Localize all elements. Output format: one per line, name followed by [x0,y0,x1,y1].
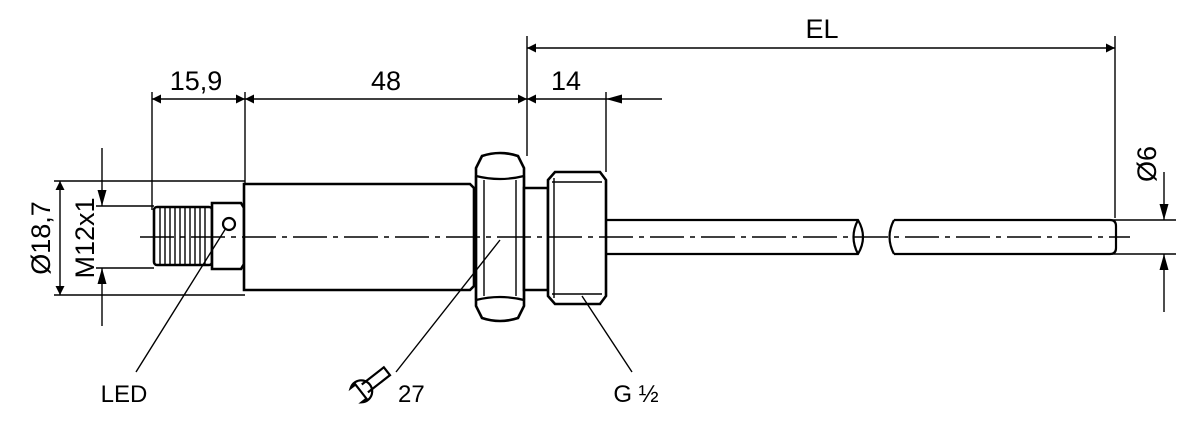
dim-thread-length-label: 14 [551,66,581,96]
led-indicator [221,216,237,232]
callout-wrench: 27 [348,239,501,408]
dimension-body-diameter: Ø18,7 [26,181,65,295]
callout-process-thread-label: G ½ [613,381,658,408]
process-thread-fitting [522,170,608,306]
dim-connector-thread-label: M12x1 [70,197,100,278]
wrench-icon [348,365,392,404]
callout-led: LED [101,227,227,408]
sensor-outline [140,151,1130,323]
dimension-connector-length: 15,9 [152,66,245,104]
led-housing [210,201,246,271]
dim-probe-diameter-label: Ø6 [1132,146,1162,182]
extension-lines [54,36,1176,296]
callout-wrench-size-label: 27 [398,381,425,408]
m12-connector [152,205,214,267]
callout-process-thread: G ½ [581,295,659,408]
dimension-insertion-length: EL [527,14,1115,53]
callout-led-label: LED [101,381,148,408]
dimension-body-length: 48 [245,66,527,104]
dim-insertion-length-label: EL [805,14,838,44]
dimension-probe-diameter: Ø6 [1132,146,1169,312]
dimension-thread-length: 14 [527,66,662,104]
dim-body-diameter-label: Ø18,7 [26,201,56,275]
dim-connector-length-label: 15,9 [170,66,223,96]
dim-body-length-label: 48 [371,66,401,96]
dimension-connector-thread: M12x1 [70,148,107,326]
